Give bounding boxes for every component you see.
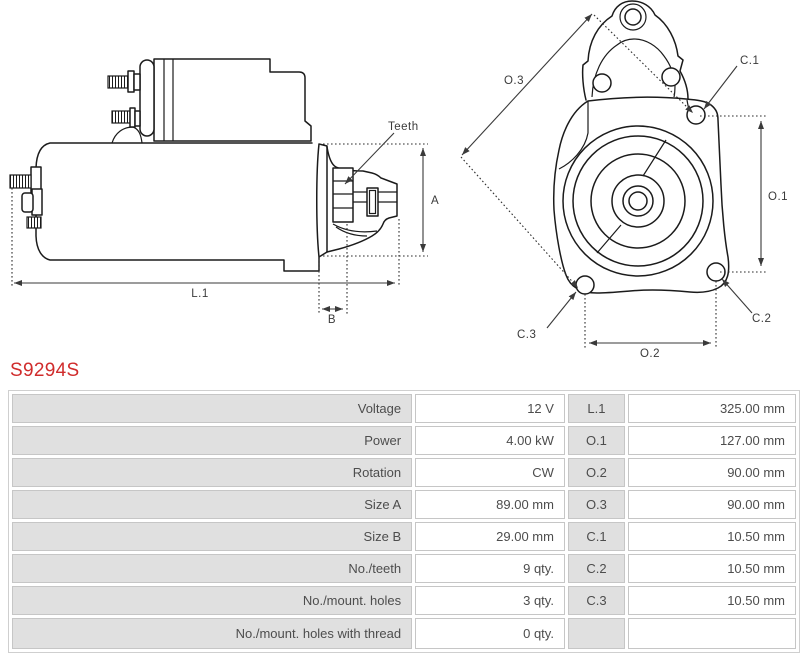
bracket-hole-top	[624, 8, 642, 26]
dim-b-label: B	[328, 314, 336, 326]
dim-code: O.1	[567, 426, 625, 455]
table-row: Voltage 12 V L.1 325.00 mm	[12, 394, 796, 423]
dim-value-empty	[627, 618, 796, 649]
terminal-stud-upper	[107, 75, 129, 89]
spec-value: 89.00 mm	[415, 490, 565, 519]
specification-table: Voltage 12 V L.1 325.00 mm Power 4.00 kW…	[8, 390, 800, 653]
terminal-nut-lower-b	[134, 110, 141, 127]
dim-c1-label: C.1	[740, 55, 759, 67]
solenoid-body	[153, 58, 312, 142]
dim-value: 10.50 mm	[627, 554, 796, 583]
solenoid-cap	[139, 59, 155, 137]
mount-hole-c2	[706, 262, 726, 282]
dim-value: 325.00 mm	[627, 394, 796, 423]
terminal-stud-lower	[111, 110, 131, 124]
spec-value: 9 qty.	[415, 554, 565, 583]
pinion-gear	[332, 167, 354, 223]
shaft-ring	[622, 185, 654, 217]
teeth-label: Teeth	[388, 121, 419, 133]
product-code-title: S9294S	[10, 360, 80, 381]
rear-stud	[9, 174, 32, 189]
table-row: No./mount. holes 3 qty. C.3 10.50 mm	[12, 586, 796, 615]
motor-body-outline	[35, 142, 319, 272]
dim-code: C.2	[567, 554, 625, 583]
bracket-hole-left	[592, 73, 612, 93]
terminal-nut-upper-b	[133, 73, 141, 91]
solenoid-neck	[111, 126, 143, 144]
c1-leader-line	[703, 65, 738, 110]
spec-value: 12 V	[415, 394, 565, 423]
spec-label: Voltage	[12, 394, 413, 423]
rear-stud-small	[26, 216, 42, 229]
dim-code: O.2	[567, 458, 625, 487]
diagonal-extension-c1	[593, 14, 694, 114]
face-circle-3	[590, 153, 686, 249]
diagonal-extension-c3	[460, 156, 579, 289]
dim-l1-label: L.1	[191, 288, 209, 300]
extension-lines-front	[584, 115, 766, 348]
table-row: Size B 29.00 mm C.1 10.50 mm	[12, 522, 796, 551]
spec-value: 29.00 mm	[415, 522, 565, 551]
mount-hole-c1	[686, 105, 706, 125]
shaft-hole	[628, 191, 648, 211]
terminal-nut-upper-a	[127, 70, 135, 93]
mount-hole-c3	[575, 275, 595, 295]
dim-c2-label: C.2	[752, 313, 771, 325]
side-view-drawing: L.1 A B Teeth	[9, 58, 439, 326]
section-break-lines	[596, 139, 667, 254]
drive-flange	[316, 143, 328, 272]
dim-value: 90.00 mm	[627, 458, 796, 487]
table-row: No./teeth 9 qty. C.2 10.50 mm	[12, 554, 796, 583]
front-view-drawing: O.3 O.1 O.2 C.1 C.2 C.3	[460, 0, 788, 360]
dim-a-label: A	[431, 195, 439, 207]
spec-label: No./mount. holes	[12, 586, 413, 615]
dim-o3-label: O.3	[504, 75, 524, 87]
shaft-washer	[366, 187, 379, 217]
table-row: Power 4.00 kW O.1 127.00 mm	[12, 426, 796, 455]
hub-circle	[611, 174, 665, 228]
spec-value: 0 qty.	[415, 618, 565, 649]
face-circle-2	[572, 135, 704, 267]
spec-label: No./teeth	[12, 554, 413, 583]
dim-code: C.3	[567, 586, 625, 615]
dim-code: O.3	[567, 490, 625, 519]
dim-code: L.1	[567, 394, 625, 423]
spec-value: CW	[415, 458, 565, 487]
table-row: Size A 89.00 mm O.3 90.00 mm	[12, 490, 796, 519]
extension-lines-side	[11, 143, 428, 314]
spec-label: Size B	[12, 522, 413, 551]
dim-value: 10.50 mm	[627, 522, 796, 551]
drive-housing	[326, 146, 398, 253]
c2-leader-line	[721, 278, 753, 314]
table-row: Rotation CW O.2 90.00 mm	[12, 458, 796, 487]
housing-inner-lip	[332, 223, 378, 237]
technical-drawings: L.1 A B Teeth	[9, 0, 788, 360]
top-hole-boss	[619, 3, 647, 31]
face-circle-outer	[562, 125, 714, 277]
dim-o2-label: O.2	[640, 348, 660, 360]
dim-c3-label: C.3	[517, 329, 536, 341]
spec-value: 3 qty.	[415, 586, 565, 615]
spec-value: 4.00 kW	[415, 426, 565, 455]
dim-o1-label: O.1	[768, 191, 788, 203]
bracket-hole-right	[661, 67, 681, 87]
spec-label: No./mount. holes with thread	[12, 618, 413, 649]
dim-code: C.1	[567, 522, 625, 551]
c3-leader-line	[546, 291, 577, 329]
dim-line-o3	[461, 13, 593, 156]
spec-label: Size A	[12, 490, 413, 519]
dim-value: 90.00 mm	[627, 490, 796, 519]
shaft-washer-inner	[368, 189, 377, 215]
dim-value: 127.00 mm	[627, 426, 796, 455]
dim-value: 10.50 mm	[627, 586, 796, 615]
spec-label: Rotation	[12, 458, 413, 487]
table-row: No./mount. holes with thread 0 qty.	[12, 618, 796, 649]
rear-connector-plug	[21, 192, 34, 213]
dim-code	[567, 618, 625, 649]
teeth-leader-line	[344, 132, 395, 185]
spec-label: Power	[12, 426, 413, 455]
solenoid-rings	[163, 59, 174, 141]
